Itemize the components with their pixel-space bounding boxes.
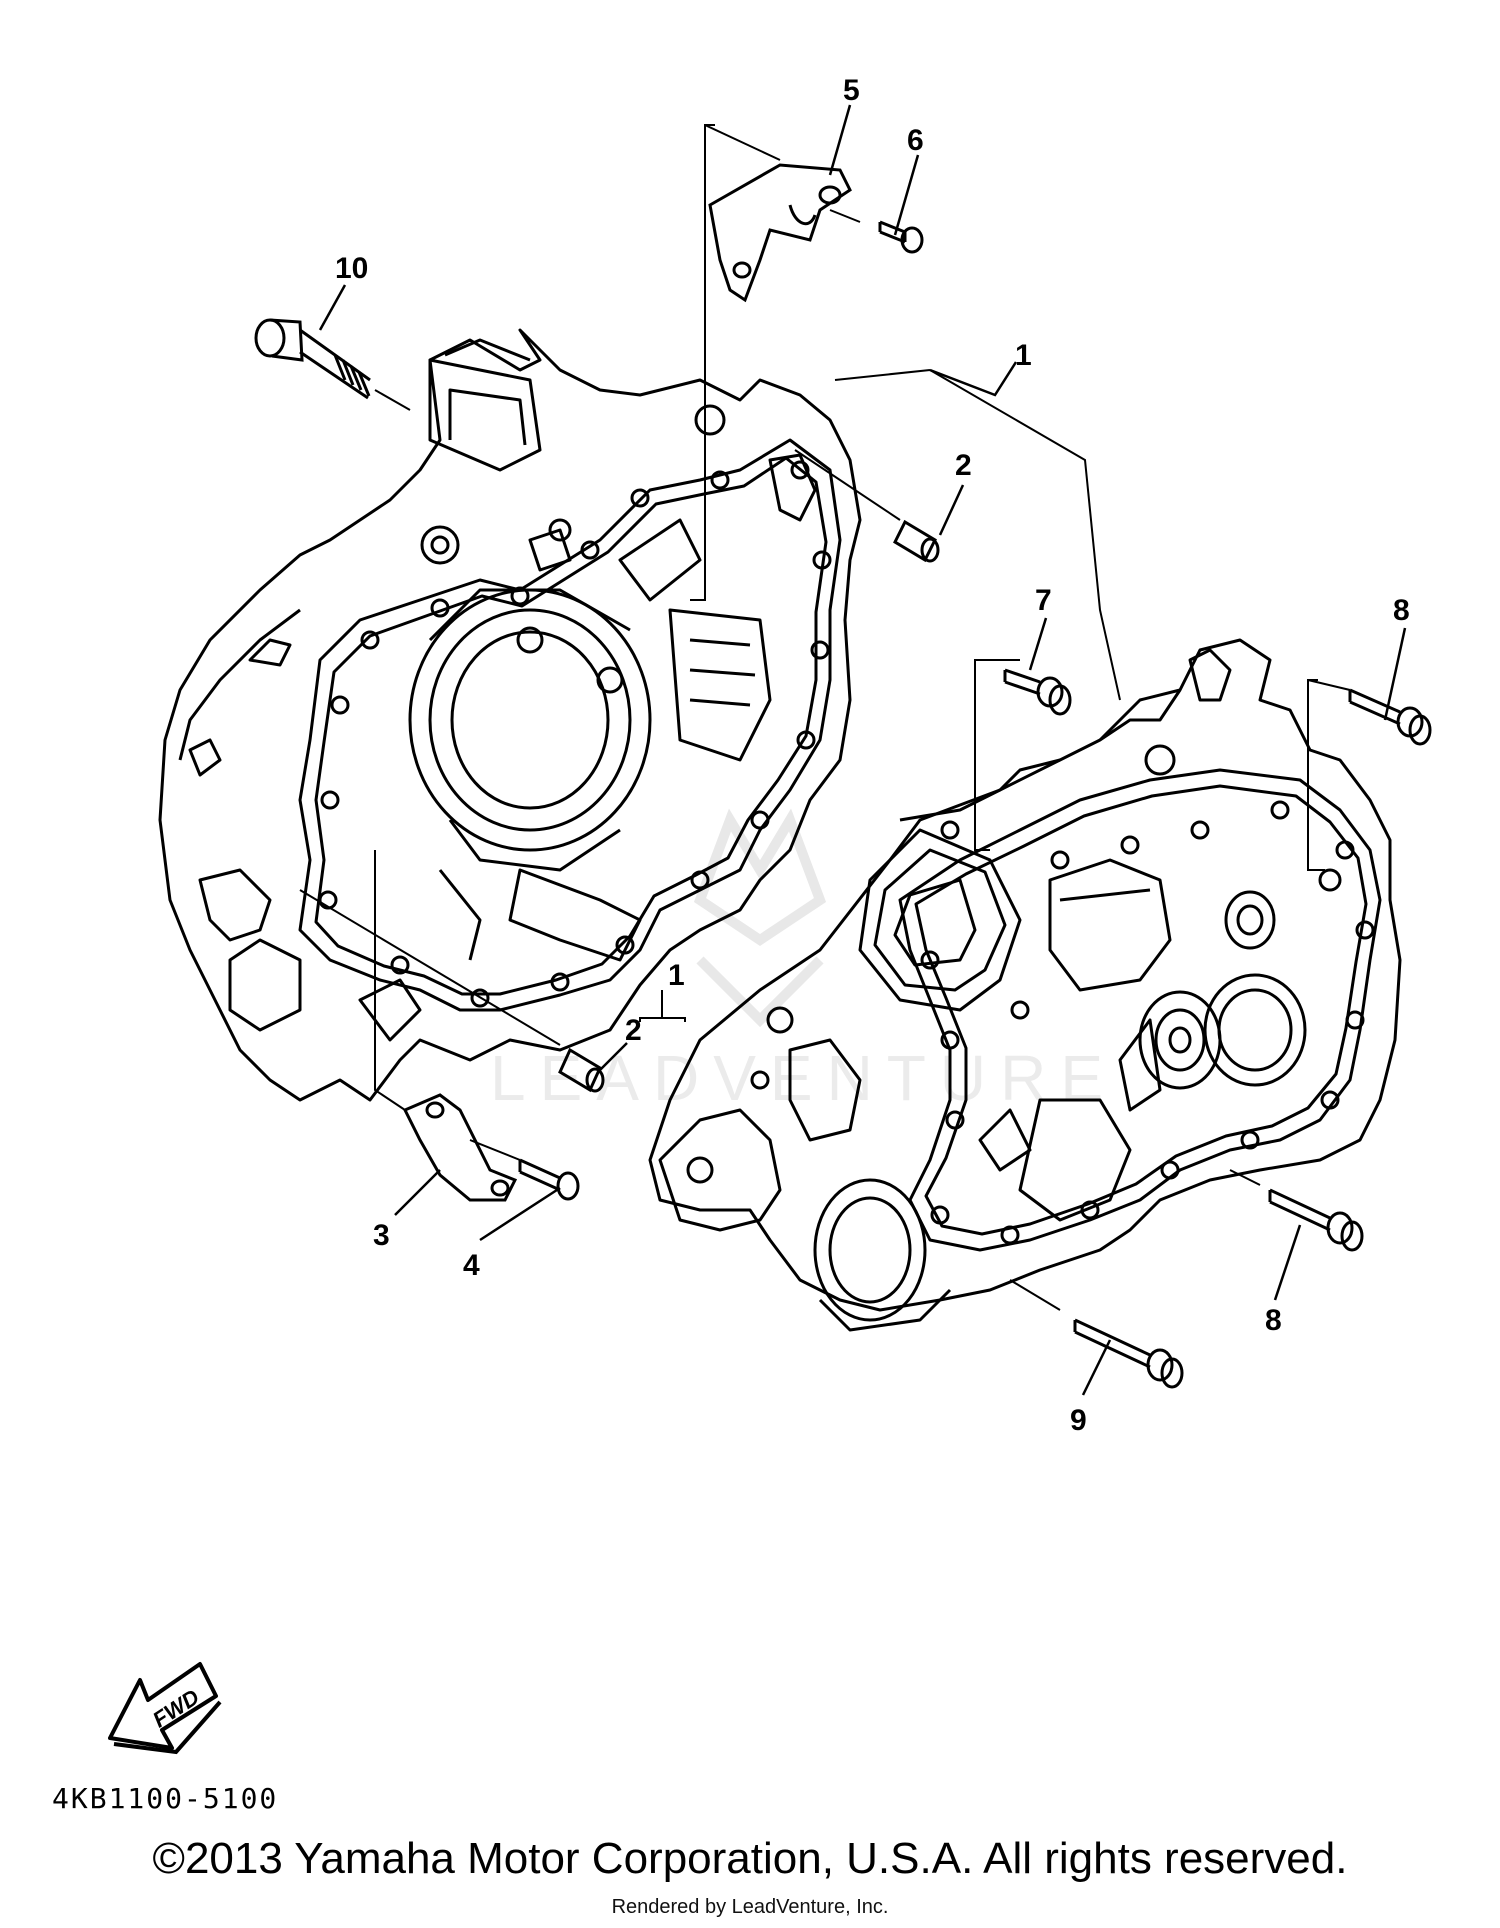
- callout-6: 6: [907, 124, 924, 157]
- callout-10: 10: [335, 252, 368, 285]
- watermark: LEADVENTURE: [490, 820, 1117, 1114]
- part-7-bolt: [1005, 670, 1070, 714]
- leader-lines: [300, 125, 1350, 1310]
- right-crankcase-half: [650, 640, 1400, 1330]
- part-4-screw: [520, 1160, 578, 1199]
- part-8-bolt-bottom: [1270, 1190, 1362, 1250]
- part-8-bolt-top: [1350, 690, 1430, 744]
- rendered-by-credit: Rendered by LeadVenture, Inc.: [611, 1896, 889, 1918]
- callout-4: 4: [463, 1249, 480, 1282]
- callout-pointers: [320, 105, 1405, 1395]
- callout-2-mid: 2: [625, 1014, 642, 1047]
- fwd-arrow: FWD: [110, 1664, 220, 1752]
- callout-1-mid: 1: [668, 959, 685, 992]
- callout-8-bottom: 8: [1265, 1304, 1282, 1337]
- part-10-bolt: [256, 320, 370, 398]
- callout-7: 7: [1035, 584, 1052, 617]
- diagram-code: 4KB1100-5100: [52, 1782, 278, 1815]
- part-2-dowel-top: [895, 522, 938, 561]
- watermark-text: LEADVENTURE: [490, 1042, 1117, 1114]
- leadventure-logo-icon: [700, 820, 820, 1020]
- callout-3: 3: [373, 1219, 390, 1252]
- fwd-arrow-icon: [110, 1664, 216, 1748]
- part-3-stopper-plate: [405, 1095, 515, 1200]
- copyright-notice: ©2013 Yamaha Motor Corporation, U.S.A. A…: [152, 1834, 1348, 1883]
- part-5-stopper-plate: [710, 165, 850, 300]
- left-crankcase-half: [160, 330, 860, 1100]
- callout-5: 5: [843, 74, 860, 107]
- callout-8-top: 8: [1393, 594, 1410, 627]
- part-6-screw: [880, 222, 922, 252]
- part-2-dowel-mid: [560, 1050, 603, 1091]
- callout-1-top: 1: [1015, 339, 1032, 372]
- part-9-bolt: [1075, 1320, 1182, 1387]
- callout-2-top: 2: [955, 449, 972, 482]
- callout-9: 9: [1070, 1404, 1087, 1437]
